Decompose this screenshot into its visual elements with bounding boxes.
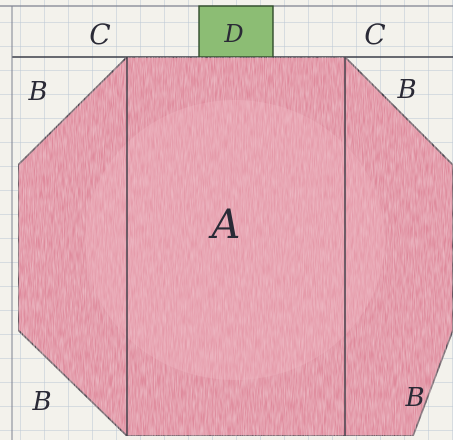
label-upper-left: B [27, 77, 47, 107]
label-lower-right: B [404, 383, 424, 413]
label-upper-right: B [396, 75, 416, 105]
label-top-left: C [89, 18, 110, 51]
label-top-right: C [364, 18, 385, 51]
label-lower-left: B [31, 387, 51, 417]
label-top-middle: D [223, 20, 243, 48]
label-center: A [208, 202, 241, 248]
